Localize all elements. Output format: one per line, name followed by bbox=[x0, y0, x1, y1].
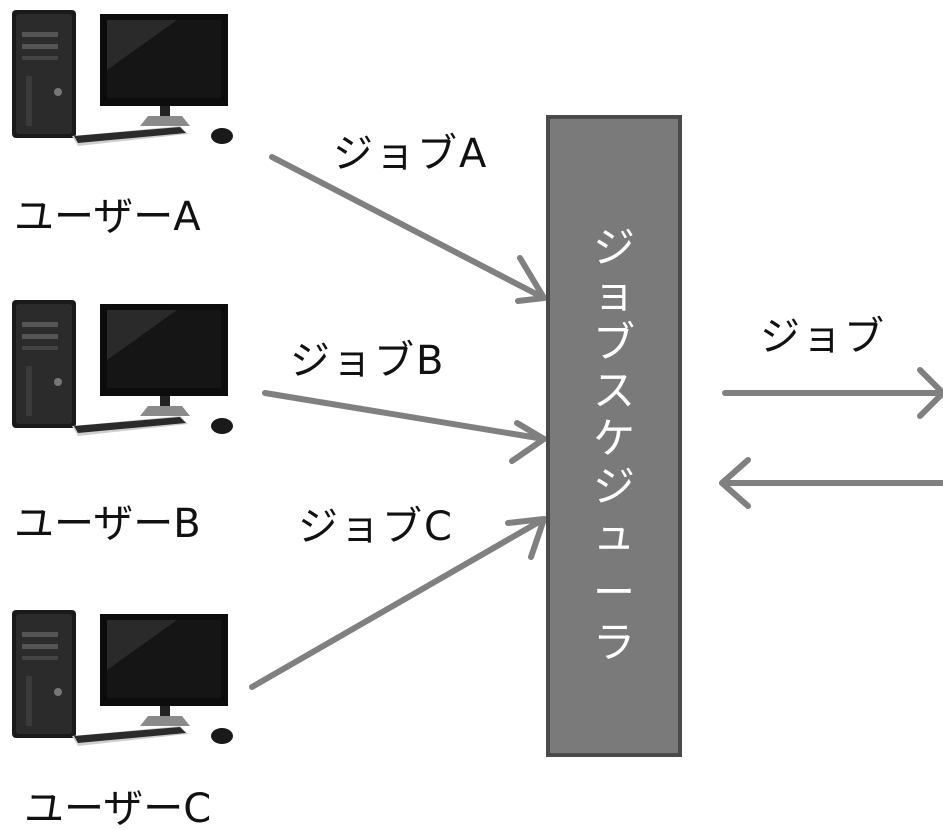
job-label-c: ジョブC bbox=[298, 504, 454, 550]
scheduler-char: ョ bbox=[593, 269, 635, 318]
arrow-job-c bbox=[249, 516, 547, 690]
scheduler-char: ュ bbox=[593, 510, 635, 559]
scheduler-char: ー bbox=[593, 568, 635, 617]
job-scheduler-box bbox=[546, 115, 682, 757]
job-label-output: ジョブ bbox=[760, 314, 886, 360]
scheduler-char: ジ bbox=[593, 462, 635, 511]
user-label-b: ユーザーB bbox=[14, 501, 201, 547]
scheduler-char: ジ bbox=[593, 223, 635, 272]
user-label-a: ユーザーA bbox=[14, 194, 201, 240]
job-label-b: ジョブB bbox=[290, 338, 445, 384]
computer-icon-c bbox=[12, 610, 233, 746]
arrow-job-b bbox=[262, 390, 547, 464]
job-label-a: ジョブA bbox=[333, 131, 488, 177]
scheduler-char: ス bbox=[593, 366, 635, 415]
computer-icon-a bbox=[12, 10, 233, 146]
job-scheduler-label: ジ ョ ブ ス ケ ジ ュ ー ラ bbox=[593, 223, 635, 667]
arrow-job-a bbox=[269, 154, 547, 304]
computer-icon-b bbox=[12, 300, 233, 436]
scheduler-char: ラ bbox=[593, 618, 635, 667]
scheduler-char: ブ bbox=[593, 318, 635, 367]
scheduler-char: ケ bbox=[593, 414, 635, 463]
arrow-job-return bbox=[719, 457, 943, 509]
user-label-c: ユーザーC bbox=[24, 786, 211, 830]
arrow-job-out bbox=[722, 367, 943, 419]
